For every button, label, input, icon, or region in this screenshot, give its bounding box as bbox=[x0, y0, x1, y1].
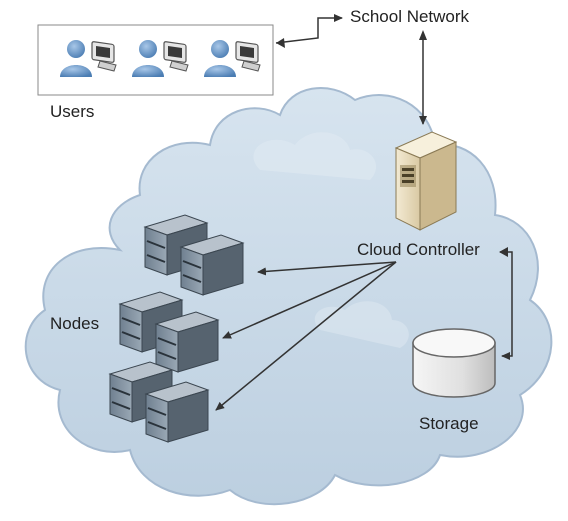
users-network-arrowhead bbox=[276, 38, 285, 48]
cloud-highlight bbox=[253, 132, 377, 180]
cloud-controller-label: Cloud Controller bbox=[357, 240, 480, 259]
server-rack-icon bbox=[143, 214, 245, 296]
nodes-label: Nodes bbox=[50, 314, 100, 333]
users-label: Users bbox=[50, 102, 95, 121]
controller-node-arrow-1 bbox=[257, 261, 397, 276]
user-workstation-icon bbox=[60, 40, 117, 77]
cloud-highlight-2 bbox=[314, 301, 409, 348]
database-cylinder-icon bbox=[412, 328, 496, 398]
school-network-label: School Network bbox=[350, 7, 470, 26]
user-workstation-icon bbox=[204, 40, 261, 77]
network-controller-arrowhead bbox=[419, 30, 427, 40]
users-network-connector bbox=[275, 14, 343, 44]
server-rack-icon bbox=[118, 291, 220, 373]
user-workstation-icon bbox=[132, 40, 189, 77]
users-box bbox=[37, 24, 274, 96]
storage-label: Storage bbox=[419, 414, 479, 433]
server-tower-icon bbox=[394, 131, 458, 231]
controller-node-arrow-3 bbox=[215, 261, 397, 411]
controller-node-arrow-2 bbox=[222, 261, 397, 339]
controller-storage-arrowhead bbox=[499, 247, 508, 257]
server-rack-icon bbox=[108, 361, 210, 443]
